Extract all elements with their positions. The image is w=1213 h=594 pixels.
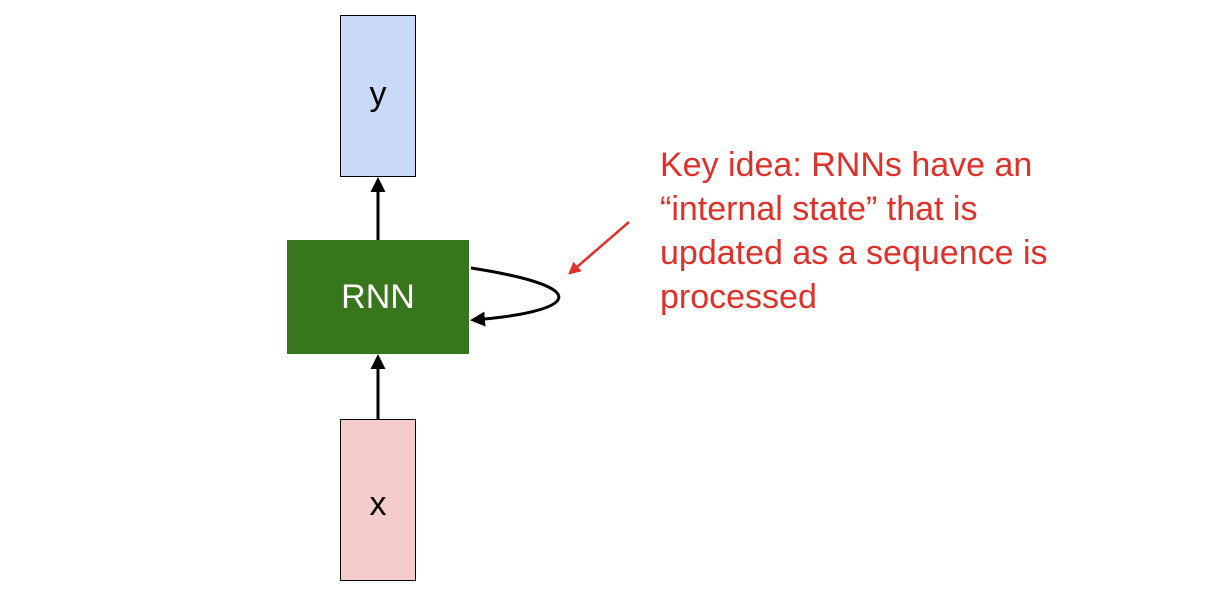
rnn-box: RNN [287, 240, 469, 354]
annotation-line-3: updated as a sequence is [660, 234, 1048, 272]
key-idea-annotation: Key idea: RNNs have an “internal state” … [660, 143, 1180, 319]
input-label: x [369, 484, 387, 523]
input-box-x: x [340, 419, 416, 581]
annotation-line-2: “internal state” that is [660, 190, 978, 228]
annotation-pointer-arrow [568, 221, 630, 275]
output-label: y [369, 74, 387, 113]
output-box-y: y [340, 15, 416, 177]
rnn-label: RNN [341, 277, 415, 316]
annotation-line-1: Key idea: RNNs have an [660, 146, 1033, 184]
annotation-line-4: processed [660, 278, 817, 316]
recurrent-loop-arrow [470, 266, 561, 327]
